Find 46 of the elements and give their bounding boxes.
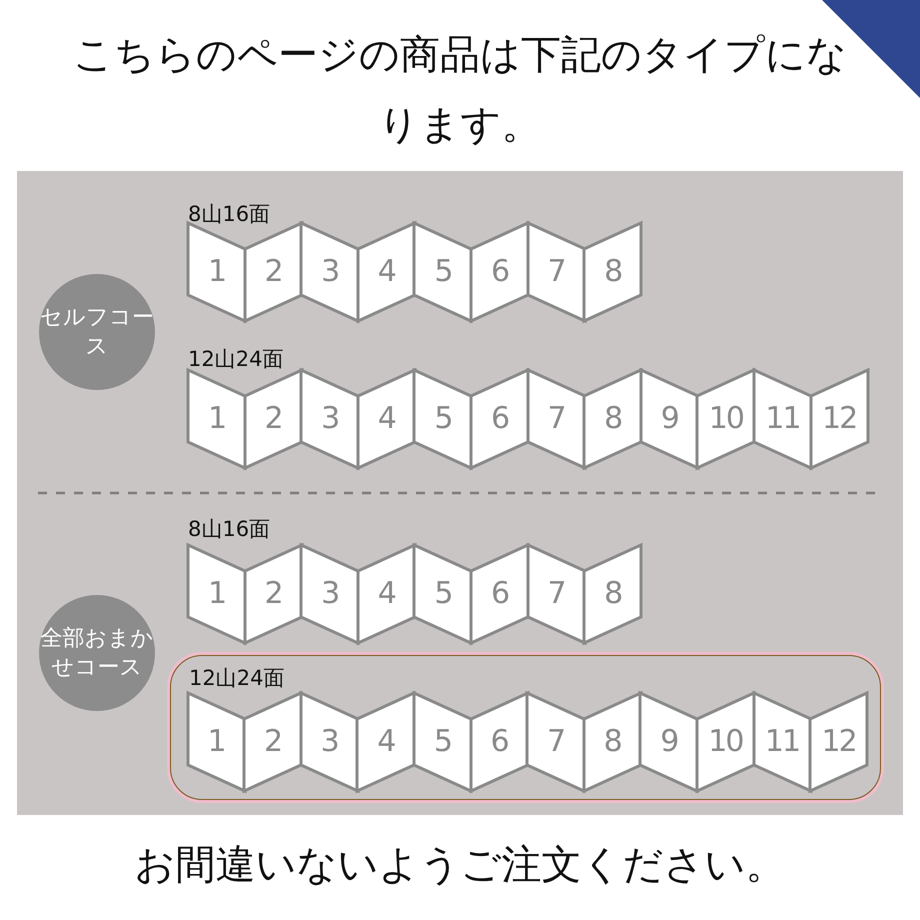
page-panel: 3 xyxy=(301,545,358,643)
caption: お間違いないようご注文ください。 xyxy=(134,841,786,890)
page-panel: 7 xyxy=(528,370,585,468)
page-panel: 1 xyxy=(188,223,245,321)
page-panel: 6 xyxy=(470,692,528,790)
page-panel: 1 xyxy=(188,692,244,790)
page-panel: 2 xyxy=(244,223,302,321)
page-panel: 9 xyxy=(640,692,698,790)
page-panel: 4 xyxy=(358,223,415,321)
page-panel: 6 xyxy=(471,370,528,468)
page-panel: 2 xyxy=(244,370,302,468)
page-panel: 1 xyxy=(188,370,245,468)
strip-heading: 8山16面 xyxy=(188,516,270,543)
highlight-frame xyxy=(170,655,881,800)
page-panel: 3 xyxy=(300,692,358,790)
strip-heading: 12山24面 xyxy=(188,346,284,373)
page-panel: 1 xyxy=(188,545,245,643)
page-panel: 4 xyxy=(357,692,414,790)
page-panel: 3 xyxy=(301,223,358,321)
page-panel: 8 xyxy=(584,692,641,790)
page-panel: 2 xyxy=(244,692,302,790)
page-panel: 11 xyxy=(754,692,810,790)
page-panel: 5 xyxy=(414,223,472,321)
page-panel: 5 xyxy=(414,692,471,790)
page-panel: 8 xyxy=(584,545,642,643)
page-panel: 6 xyxy=(471,223,528,321)
title: こちらのページの商品は下記のタイプになります。 xyxy=(72,31,848,150)
page-panel: 7 xyxy=(527,692,584,790)
page-panel: 7 xyxy=(528,223,585,321)
page-panel: 2 xyxy=(244,545,302,643)
page-panel: 3 xyxy=(301,370,358,468)
strip-heading: 12山24面 xyxy=(189,665,284,692)
page-panel: 5 xyxy=(414,545,472,643)
page-panel: 6 xyxy=(471,545,528,643)
page-panel: 9 xyxy=(640,370,698,468)
page-panel: 11 xyxy=(754,370,811,468)
page-panel: 5 xyxy=(414,370,472,468)
page-panel: 12 xyxy=(810,370,868,468)
page-panel: 7 xyxy=(528,545,585,643)
page-panel: 4 xyxy=(358,545,415,643)
page-panel: 8 xyxy=(584,223,642,321)
page-panel: 12 xyxy=(810,692,868,790)
page-panel: 8 xyxy=(584,370,642,468)
page-panel: 10 xyxy=(697,370,754,468)
page-panel: 10 xyxy=(696,692,754,790)
page-panel: 4 xyxy=(358,370,415,468)
